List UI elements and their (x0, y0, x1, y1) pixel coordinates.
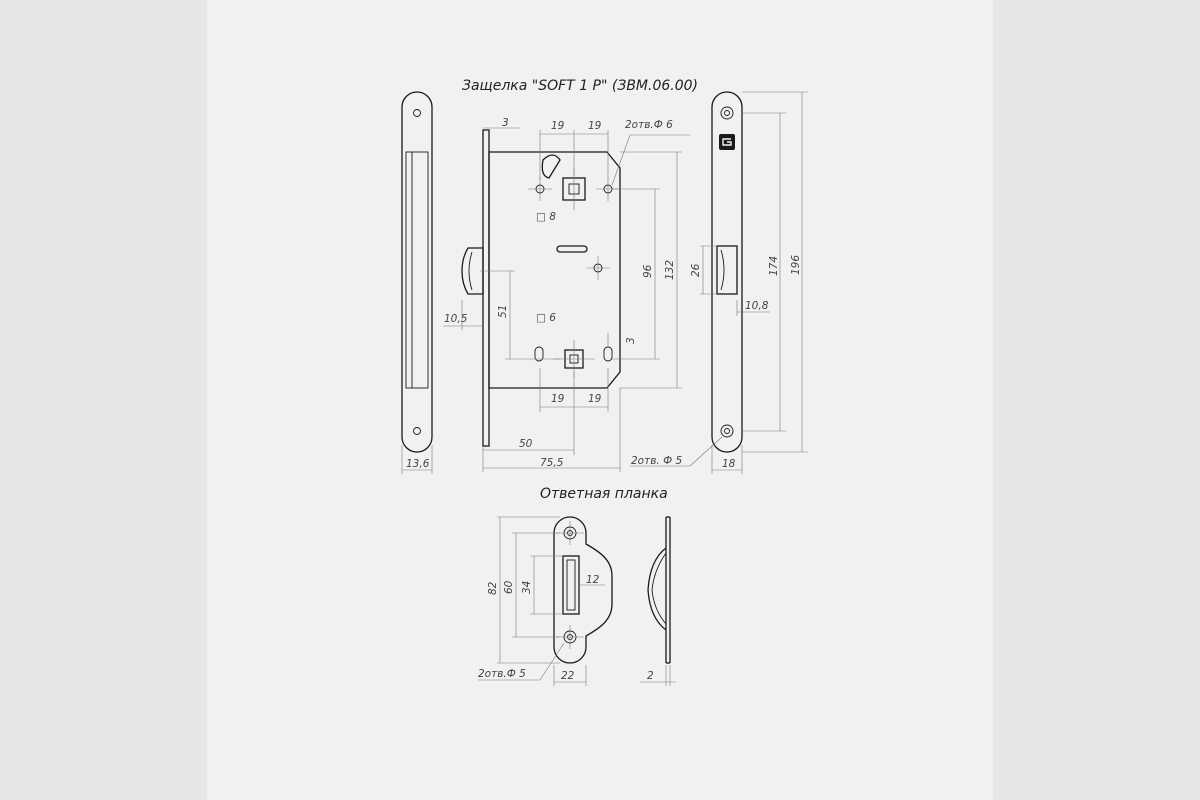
strike-holes-label: 2отв.Ф 5 (478, 668, 526, 680)
holes-bottom-label: 2отв. Ф 5 (631, 455, 682, 467)
dim-50: 50 (519, 438, 533, 450)
dim-3-top: 3 (502, 117, 509, 129)
dim-13-6: 13,6 (406, 458, 430, 470)
dim-26: 26 (690, 263, 702, 277)
strike-plate-front-view: 82 60 34 12 22 2отв.Ф 5 (478, 516, 613, 686)
dim-19-bot-a: 19 (551, 393, 565, 405)
dim-10-5: 10,5 (444, 313, 468, 325)
holes-top-label: 2отв.Ф 6 (625, 119, 673, 131)
drawing-sheet (207, 0, 993, 800)
dim-19-top-b: 19 (588, 120, 602, 132)
dim-19-bot-b: 19 (588, 393, 602, 405)
square-6-label: □ 6 (536, 312, 556, 324)
faceplate-left-view: 13,6 (401, 91, 433, 474)
strike-dim-34: 34 (521, 581, 533, 594)
brand-logo-icon (719, 134, 735, 150)
strike-plate-side-view: 2 (640, 516, 676, 686)
strike-dim-60: 60 (503, 580, 515, 594)
dim-18: 18 (722, 458, 736, 470)
dim-51: 51 (497, 305, 509, 318)
dim-196: 196 (790, 255, 802, 275)
dim-132: 132 (664, 260, 676, 280)
lock-body-view: 19 19 3 2отв.Ф 6 □ 8 96 132 51 10,5 □ 6 … (443, 117, 690, 472)
strike-dim-12: 12 (586, 574, 600, 586)
dim-10-8: 10,8 (745, 300, 769, 312)
strike-dim-2: 2 (647, 670, 654, 682)
strike-dim-22: 22 (561, 670, 575, 682)
strike-title: Ответная планка (540, 486, 668, 502)
square-8-label: □ 8 (536, 211, 556, 223)
dim-174: 174 (768, 256, 780, 276)
main-title: Защелка "SOFT 1 P" (ЗВМ.06.00) (462, 78, 698, 94)
faceplate-right-view: 196 174 26 10,8 18 2отв. Ф 5 (630, 91, 808, 474)
dim-19-top-a: 19 (551, 120, 565, 132)
dim-3-right: 3 (625, 337, 637, 344)
dim-75-5: 75,5 (540, 457, 564, 469)
strike-dim-82: 82 (487, 581, 499, 595)
dim-96: 96 (642, 264, 654, 278)
